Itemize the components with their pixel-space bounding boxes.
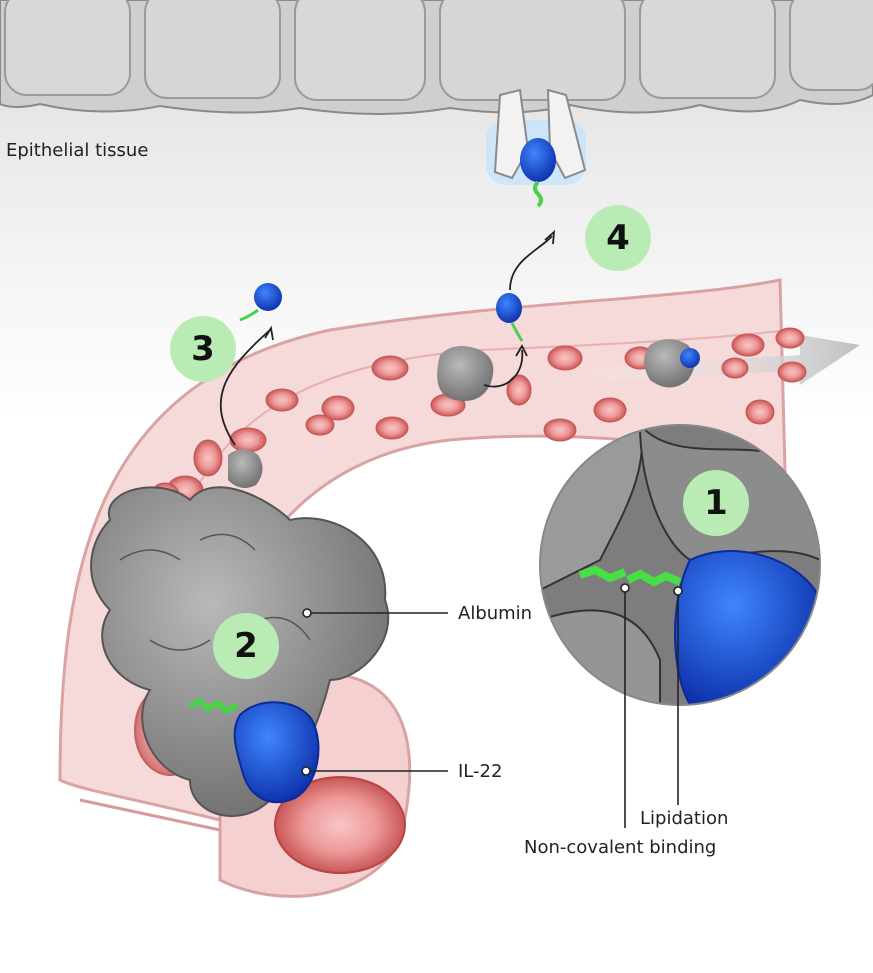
- receptor-complex: [486, 88, 587, 208]
- epithelial-tissue-label: Epithelial tissue: [6, 140, 149, 161]
- circulating-complexes: [228, 283, 700, 489]
- transport-arrows: [219, 229, 556, 446]
- albumin-label: Albumin: [458, 603, 533, 624]
- zoom-inset: [539, 424, 821, 706]
- step-2-badge: 2: [213, 613, 279, 679]
- step-3-badge: 3: [170, 316, 236, 382]
- epithelial-tissue: [0, 0, 873, 115]
- il22-label: IL-22: [458, 761, 503, 782]
- noncovalent-label: Non-covalent binding: [524, 837, 717, 858]
- flow-arrow: [560, 335, 860, 385]
- step-1-badge: 1: [683, 470, 749, 536]
- leader-lines: [301, 583, 683, 828]
- step-4-badge: 4: [585, 205, 651, 271]
- lipidation-label: Lipidation: [640, 808, 729, 829]
